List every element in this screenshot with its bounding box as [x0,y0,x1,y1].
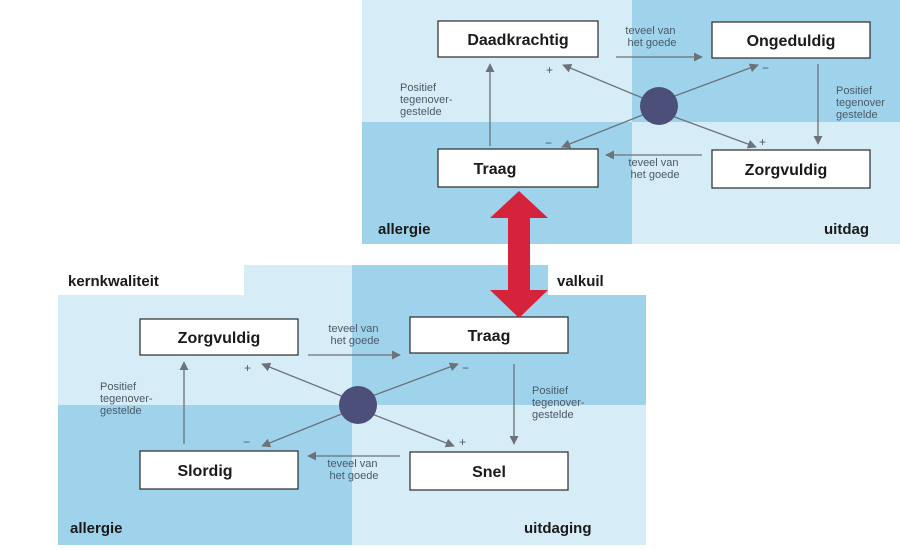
top-circle-dot-icon [640,87,678,125]
bottom-arrow-label-right: Positief tegenover- gestelde [532,385,588,421]
top-sign-plus-quality: + [546,63,553,77]
bottom-corner-pitfall-box: valkuil [548,265,646,295]
bottom-quality-label: Zorgvuldig [178,330,261,347]
bottom-corner-challenge: uitdaging [524,520,592,537]
top-diagonal-arrow-to-challenge [671,115,757,149]
top-box-quality: Daadkrachtig [437,20,599,58]
bottom-challenge-label: Snel [472,464,506,481]
bottom-diagonal-arrow-to-allergy [261,412,345,448]
top-arrow-label-right: Positief tegenover gestelde [836,85,888,121]
top-allergy-label: Traag [474,161,517,178]
bottom-sign-plus-quality: + [244,361,251,375]
bottom-sign-minus-pitfall: − [462,361,469,375]
bottom-box-pitfall: Traag [409,316,569,354]
bottom-diagonal-arrow-to-pitfall [371,362,459,397]
top-arrow-label-left: Positief tegenover- gestelde [400,82,456,118]
top-box-pitfall: Ongeduldig [711,21,871,59]
bottom-sign-minus-allergy: − [243,435,250,449]
bottom-arrow-label-top: teveel van het goede [328,323,381,347]
bottom-box-quality: Zorgvuldig [139,318,299,356]
bottom-sign-plus-challenge: + [459,435,466,449]
top-box-allergy: Traag [437,148,599,188]
bottom-box-challenge: Snel [409,451,569,491]
top-arrow-label-bottom: teveel van het goede [628,157,681,181]
top-corner-challenge: uitdag [824,221,869,238]
bottom-corner-quality-box: kernkwaliteit [58,265,244,295]
top-arrow-label-top: teveel van het goede [625,25,678,49]
top-pitfall-label: Ongeduldig [747,33,836,50]
bottom-allergy-label: Slordig [177,463,232,480]
top-diagonal-arrow-to-pitfall [671,63,759,98]
top-sign-minus-pitfall: − [762,61,769,75]
bottom-arrow-label-left: Positief tegenover- gestelde [100,381,156,417]
top-challenge-label: Zorgvuldig [745,162,828,179]
bottom-diagonal-arrow-to-quality [261,362,345,398]
bottom-quadrant-diagram: kernkwaliteit valkuil Zorgvuldig Traag S… [58,265,646,545]
top-quality-label: Daadkrachtig [467,32,568,49]
bottom-box-allergy: Slordig [139,450,299,490]
top-corner-allergy: allergie [378,221,431,238]
bottom-diagonal-arrow-to-challenge [371,413,455,448]
double-headed-arrow-icon [490,191,548,318]
top-sign-minus-allergy: − [545,136,552,150]
top-diagonal-arrow-to-quality [562,63,646,100]
top-quadrant-diagram: Daadkrachtig Ongeduldig Traag Zorgvuldig… [362,0,900,244]
bottom-circle-dot-icon [339,386,377,424]
top-diagonal-arrow-to-allergy [561,113,646,149]
bottom-pitfall-label: Traag [468,328,511,345]
bottom-corner-allergy: allergie [70,520,123,537]
bottom-arrow-label-bottom: teveel van het goede [327,458,380,482]
top-box-challenge: Zorgvuldig [711,149,871,189]
bottom-corner-quality: kernkwaliteit [68,273,159,290]
top-sign-plus-challenge: + [759,135,766,149]
bottom-corner-pitfall: valkuil [557,273,604,290]
